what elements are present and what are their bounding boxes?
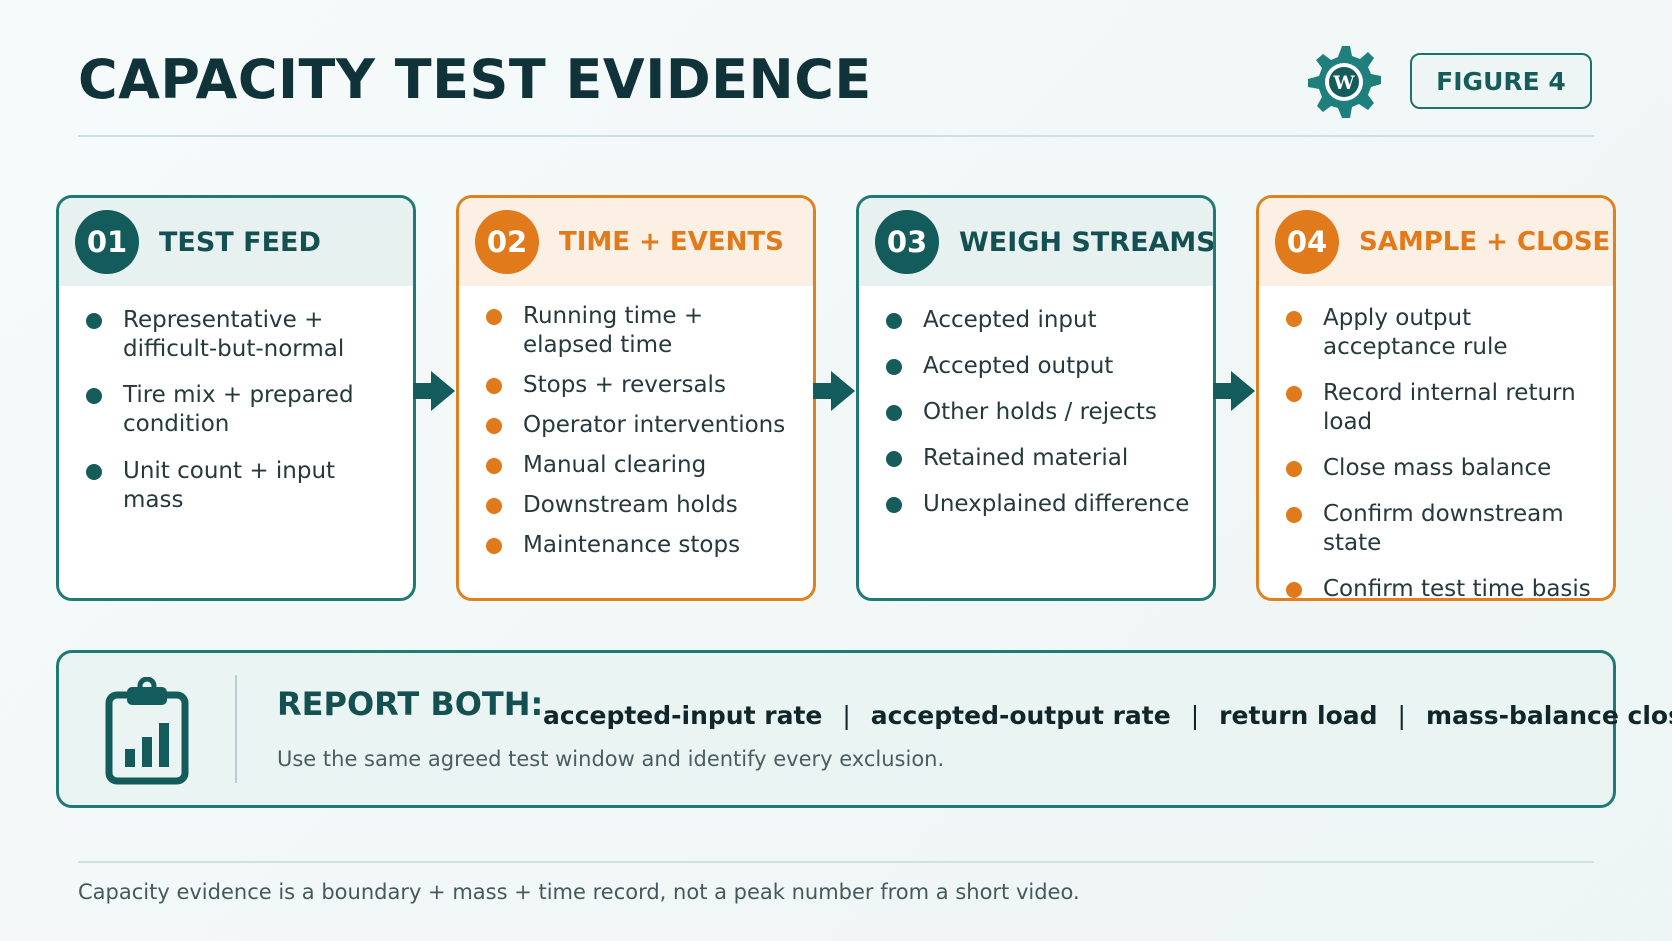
list-item: Retained material [883, 444, 1199, 473]
flow-arrow-icon [813, 371, 855, 411]
step-card-header: 03 WEIGH STREAMS [859, 198, 1213, 286]
bullet-dot [86, 464, 102, 480]
bullet-dot [486, 418, 502, 434]
bullet-dot [1286, 386, 1302, 402]
bullet-dot [886, 405, 902, 421]
bullet-dot [886, 497, 902, 513]
list-item: Apply output acceptance rule [1283, 304, 1599, 362]
list-item: Unexplained difference [883, 490, 1199, 519]
bullet-dot [86, 388, 102, 404]
flow-arrow-icon [1213, 371, 1255, 411]
bullet-dot [886, 359, 902, 375]
step-card-header: 04 SAMPLE + CLOSE [1259, 198, 1613, 286]
list-item: Downstream holds [483, 491, 799, 520]
list-item: Unit count + input mass [83, 457, 399, 515]
page-title: CAPACITY TEST EVIDENCE [78, 48, 872, 111]
report-note: Use the same agreed test window and iden… [277, 747, 945, 771]
bullet-dot [86, 313, 102, 329]
metric-label: mass-balance closure [1425, 701, 1672, 730]
step-card-weigh-streams: 03 WEIGH STREAMS Accepted input Accepted… [856, 195, 1216, 601]
step-number-badge: 03 [875, 210, 939, 274]
metric-label: accepted-input rate [543, 701, 823, 730]
footer-caption: Capacity evidence is a boundary + mass +… [78, 880, 1080, 904]
step-number-badge: 02 [475, 210, 539, 274]
bullet-dot [1286, 507, 1302, 523]
list-item: Close mass balance [1283, 454, 1599, 483]
list-item: Record internal return load [1283, 379, 1599, 437]
list-item: Maintenance stops [483, 531, 799, 560]
bullet-dot [486, 458, 502, 474]
bullet-dot [1286, 461, 1302, 477]
list-item: Other holds / rejects [883, 398, 1199, 427]
step-card-test-feed: 01 TEST FEED Representative + difficult-… [56, 195, 416, 601]
step-card-sample-close: 04 SAMPLE + CLOSE Apply output acceptanc… [1256, 195, 1616, 601]
list-item: Tire mix + prepared condition [83, 381, 399, 439]
svg-text:W: W [1332, 72, 1355, 94]
metric-label: accepted-output rate [870, 701, 1171, 730]
flow-arrow-icon [413, 371, 455, 411]
bullet-dot [1286, 582, 1302, 598]
metric-separator: | [1397, 701, 1406, 730]
bullet-dot [886, 451, 902, 467]
figure-badge: FIGURE 4 [1410, 53, 1592, 109]
list-item: Accepted output [883, 352, 1199, 381]
step-title: TIME + EVENTS [559, 227, 784, 257]
list-item: Running time + elapsed time [483, 302, 799, 360]
bullet-dot [886, 313, 902, 329]
list-item: Representative + difficult-but-normal [83, 306, 399, 364]
list-item: Operator interventions [483, 411, 799, 440]
header-divider [78, 135, 1594, 137]
step-card-header: 02 TIME + EVENTS [459, 198, 813, 286]
report-divider [235, 675, 237, 783]
step-item-list: Running time + elapsed time Stops + reve… [459, 286, 813, 560]
step-card-time-events: 02 TIME + EVENTS Running time + elapsed … [456, 195, 816, 601]
footer-divider [78, 861, 1594, 863]
metric-separator: | [842, 701, 851, 730]
bullet-dot [1286, 311, 1302, 327]
step-title: TEST FEED [159, 226, 321, 258]
bullet-dot [486, 309, 502, 325]
bullet-dot [486, 378, 502, 394]
list-item: Accepted input [883, 306, 1199, 335]
metric-separator: | [1190, 701, 1200, 730]
step-title: WEIGH STREAMS [959, 226, 1216, 258]
bullet-dot [486, 538, 502, 554]
step-number-badge: 04 [1275, 210, 1339, 274]
step-card-header: 01 TEST FEED [59, 198, 413, 286]
list-item: Confirm downstream state [1283, 500, 1599, 558]
bullet-dot [486, 498, 502, 514]
step-number-badge: 01 [75, 210, 139, 274]
step-item-list: Apply output acceptance rule Record inte… [1259, 286, 1613, 598]
step-item-list: Representative + difficult-but-normal Ti… [59, 286, 413, 515]
metric-label: return load [1219, 701, 1378, 730]
gear-logo-icon: W [1308, 46, 1381, 118]
list-item: Confirm test time basis [1283, 575, 1599, 598]
list-item: Manual clearing [483, 451, 799, 480]
report-panel: REPORT BOTH: accepted-input rate|accepte… [56, 650, 1672, 808]
report-metrics: accepted-input rate | accepted-output rate… [543, 701, 1672, 730]
clipboard-chart-icon [105, 677, 189, 785]
list-item: Stops + reversals [483, 371, 799, 400]
step-title: SAMPLE + CLOSE [1359, 227, 1611, 257]
report-heading: REPORT BOTH: [277, 685, 544, 723]
step-item-list: Accepted input Accepted output Other hol… [859, 286, 1213, 519]
